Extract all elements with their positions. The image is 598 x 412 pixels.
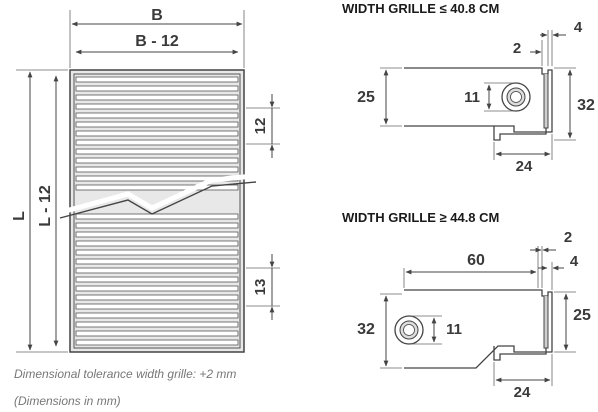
section-wide-title: WIDTH GRILLE ≥ 44.8 CM: [342, 210, 499, 225]
grille-slat: [75, 339, 239, 346]
grille-slat: [75, 312, 239, 319]
wide-dim-24: 24: [493, 354, 553, 401]
wide-dim-60: 60: [403, 246, 539, 288]
narrow-label-2: 2: [513, 40, 521, 57]
tolerance-note: Dimensional tolerance width grille: +2 m…: [14, 367, 236, 381]
dimension-slot-12: 12: [246, 94, 280, 158]
dimension-b: B: [69, 7, 245, 68]
grille-slat: [75, 321, 239, 328]
grille-slat: [75, 222, 239, 229]
wide-dim-25: 25: [554, 291, 591, 353]
label-l-12: L - 12: [37, 185, 54, 227]
grille-slat: [75, 94, 239, 101]
grille-slat: [75, 130, 239, 137]
grille-slat: [75, 148, 239, 155]
grille-slat: [75, 76, 239, 83]
narrow-dim-11: 11: [464, 82, 514, 112]
grille-slat: [75, 139, 239, 146]
narrow-dim-32: 32: [554, 67, 595, 141]
dimension-slot-13: 13: [246, 254, 280, 320]
narrow-dim-25: 25: [357, 67, 402, 127]
label-slot-13: 13: [252, 279, 269, 296]
wide-dim-32: 32: [357, 293, 402, 369]
units-note: (Dimensions in mm): [14, 394, 121, 408]
wide-dim-2: 2: [530, 229, 572, 288]
profile-narrow: [404, 67, 553, 141]
label-b-12: B - 12: [135, 33, 179, 50]
wide-dim-11: 11: [411, 315, 462, 345]
grille-slat: [75, 157, 239, 164]
label-slot-12: 12: [252, 118, 269, 135]
profile-wide: [394, 289, 553, 369]
grille-slat: [75, 294, 239, 301]
wide-label-11: 11: [446, 321, 462, 338]
grille-slat: [75, 276, 239, 283]
grille-slat: [75, 330, 239, 337]
narrow-label-24: 24: [516, 158, 533, 175]
grille-slat: [75, 240, 239, 247]
grille-slat: [75, 166, 239, 173]
narrow-dim-4: 4: [540, 19, 583, 66]
wide-label-60: 60: [467, 252, 485, 269]
grille-slat: [75, 258, 239, 265]
grille-slats-lower: [75, 213, 239, 346]
narrow-dim-2: 2: [513, 30, 549, 66]
dimension-l: L: [11, 69, 68, 353]
grille-slat: [75, 85, 239, 92]
narrow-label-4: 4: [574, 19, 583, 36]
narrow-label-11: 11: [464, 89, 480, 106]
grille-slat: [75, 184, 239, 191]
grille-slat: [75, 112, 239, 119]
grille-slat: [75, 121, 239, 128]
wide-label-32: 32: [357, 321, 375, 338]
wide-dim-4: 4: [538, 253, 579, 290]
narrow-label-32: 32: [577, 97, 595, 114]
roller-inner: [510, 91, 522, 103]
narrow-label-25: 25: [357, 89, 375, 106]
grille-slat: [75, 267, 239, 274]
wide-label-25: 25: [573, 307, 591, 324]
break-line: [59, 181, 257, 219]
grille-slat: [75, 285, 239, 292]
section-narrow-title: WIDTH GRILLE ≤ 40.8 CM: [342, 1, 499, 16]
dimension-b-12: B - 12: [75, 33, 239, 55]
grille-slat: [75, 249, 239, 256]
dimension-l-12: L - 12: [37, 75, 59, 347]
grille-slat: [75, 103, 239, 110]
roller-inner-wide: [403, 324, 415, 336]
grille-slats-upper: [75, 76, 239, 191]
label-b: B: [151, 7, 163, 24]
narrow-dim-24: 24: [493, 134, 553, 175]
grille-slat: [75, 303, 239, 310]
grille-slat: [75, 213, 239, 220]
wide-label-4: 4: [570, 253, 579, 270]
break-line-white-gap: [61, 173, 255, 215]
grille-slat: [75, 231, 239, 238]
wide-label-24: 24: [514, 384, 531, 401]
label-l: L: [11, 211, 28, 221]
wide-label-2: 2: [564, 229, 572, 246]
grille-top-view: [59, 69, 257, 353]
